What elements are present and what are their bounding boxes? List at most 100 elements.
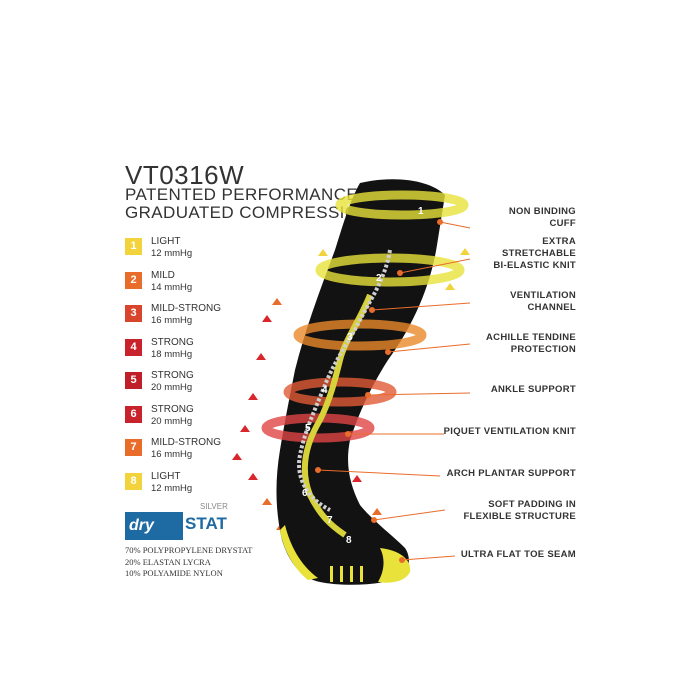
level-badge: 8 [125,472,142,490]
level-name: MILD-STRONG [151,437,221,448]
feature-line: PROTECTION [510,344,576,355]
callout-dot [397,270,403,276]
feature-bi-elastic-knit: EXTRA STRETCHABLE BI-ELASTIC KNIT [493,236,576,272]
subtitle-line-2: GRADUATED COMPRESSION [125,203,372,222]
composition-line: 70% POLYPROPYLENE DRYSTAT [125,545,253,555]
level-name: MILD [151,269,175,281]
level-name: STRONG [151,336,194,348]
feature-line: BI-ELASTIC KNIT [493,260,576,271]
composition-line: 10% POLYAMIDE NYLON [125,568,223,578]
level-badge: 3 [125,305,142,322]
legend-item: 3 MILD-STRONG 16 mmHg [125,303,275,337]
legend-item: 6 STRONG 20 mmHg [125,404,275,438]
callout-line [317,469,441,477]
zone-label: 8 [346,535,352,546]
compression-legend: 1 LIGHT 12 mmHg 2 MILD 14 mmHg 3 MILD-ST… [125,236,275,504]
level-badge: 1 [125,238,142,255]
level-badge: 7 [125,439,142,456]
callout-line [387,343,471,353]
level-value: 14 mmHg [151,281,193,293]
feature-line: ULTRA FLAT TOE SEAM [460,549,576,560]
feature-line: ARCH PLANTAR SUPPORT [446,468,576,479]
level-name: LIGHT [151,236,181,247]
feature-line: ACHILLE TENDINE [486,332,576,343]
callout-dot [371,517,377,523]
callout-line [399,258,471,274]
callout-line [401,555,456,561]
level-badge: 4 [125,338,142,356]
level-name: MILD-STRONG [151,303,221,314]
composition-line: 20% ELASTAN LYCRA [125,556,211,567]
level-value: 20 mmHg [151,382,193,393]
callout-dot [365,392,371,398]
stripe [330,566,333,582]
arrow-icon [248,393,258,400]
zone-label: 6 [302,488,308,499]
zone-label: 7 [327,515,333,526]
arrow-icon [318,249,328,256]
arrow-icon [372,508,382,515]
level-name: STRONG [151,370,194,381]
level-badge: 5 [125,372,142,389]
toe-accent [378,548,411,583]
toe-stripes [330,566,363,582]
callout-dot [345,431,351,437]
feature-achille-protection: ACHILLE TENDINE PROTECTION [486,332,576,356]
feature-line: FLEXIBLE STRUCTURE [463,511,576,522]
feature-ankle-support: ANKLE SUPPORT [491,384,576,396]
feature-line: CHANNEL [527,302,576,313]
level-value: 12 mmHg [151,248,193,259]
legend-item: 1 LIGHT 12 mmHg [125,236,275,270]
composition-list: 70% POLYPROPYLENE DRYSTAT 20% ELASTAN LY… [125,545,252,580]
zone-label: 3 [347,332,353,343]
level-value: 12 mmHg [151,482,193,494]
feature-line: CUFF [549,218,576,229]
level-name: LIGHT [151,470,181,482]
arrow-icon [256,353,266,360]
logo-dry-text: dry [129,517,154,534]
feature-flat-toe-seam: ULTRA FLAT TOE SEAM [461,549,576,561]
feature-line: STRETCHABLE [501,248,576,259]
achille-line [297,249,392,512]
callout-dot [437,219,443,225]
callout-lines [315,219,471,563]
band [335,190,469,220]
subtitle-line-1: PATENTED PERFORMANCE [125,185,359,204]
callout-dot [369,307,375,313]
drystat-logo: SILVER dry STAT [125,502,228,542]
callout-dot [399,557,405,563]
arrow-icon [262,315,272,322]
feature-line: EXTRA [542,236,576,247]
logo-stat-text: STAT [185,514,227,533]
heel-accent [280,525,318,580]
stripe [340,566,343,582]
feature-non-binding-cuff: NON BINDING CUFF [509,206,576,230]
logo-silver-text: SILVER [200,502,228,511]
arrow-icon [248,473,258,480]
logo-box: dry [125,512,183,540]
arrow-icon [352,475,362,482]
callout-line [367,392,471,396]
feature-soft-padding: SOFT PADDING IN FLEXIBLE STRUCTURE [463,499,576,523]
feature-line: NON BINDING [508,206,576,217]
zone-label: 2 [376,273,382,284]
arrow-icon [460,248,470,255]
legend-item: 2 MILD 14 mmHg [125,270,275,304]
arrow-icon [272,298,282,305]
arrow-icon [445,283,455,290]
band [283,377,397,407]
model-title: VT0316W [125,160,245,190]
stripe [350,566,353,582]
callout-dot [315,467,321,473]
feature-ventilation-channel: VENTILATION CHANNEL [510,290,576,314]
feature-arch-plantar-support: ARCH PLANTAR SUPPORT [447,468,576,480]
arrow-icon [232,453,242,460]
level-value: 16 mmHg [151,449,193,460]
feature-piquet-ventilation: PIQUET VENTILATION KNIT [444,426,576,438]
callout-line [373,509,446,521]
zone-label: 5 [305,423,311,434]
callout-dot [385,349,391,355]
feature-line: PIQUET VENTILATION KNIT [443,426,576,437]
feature-line: SOFT PADDING IN [488,499,576,510]
